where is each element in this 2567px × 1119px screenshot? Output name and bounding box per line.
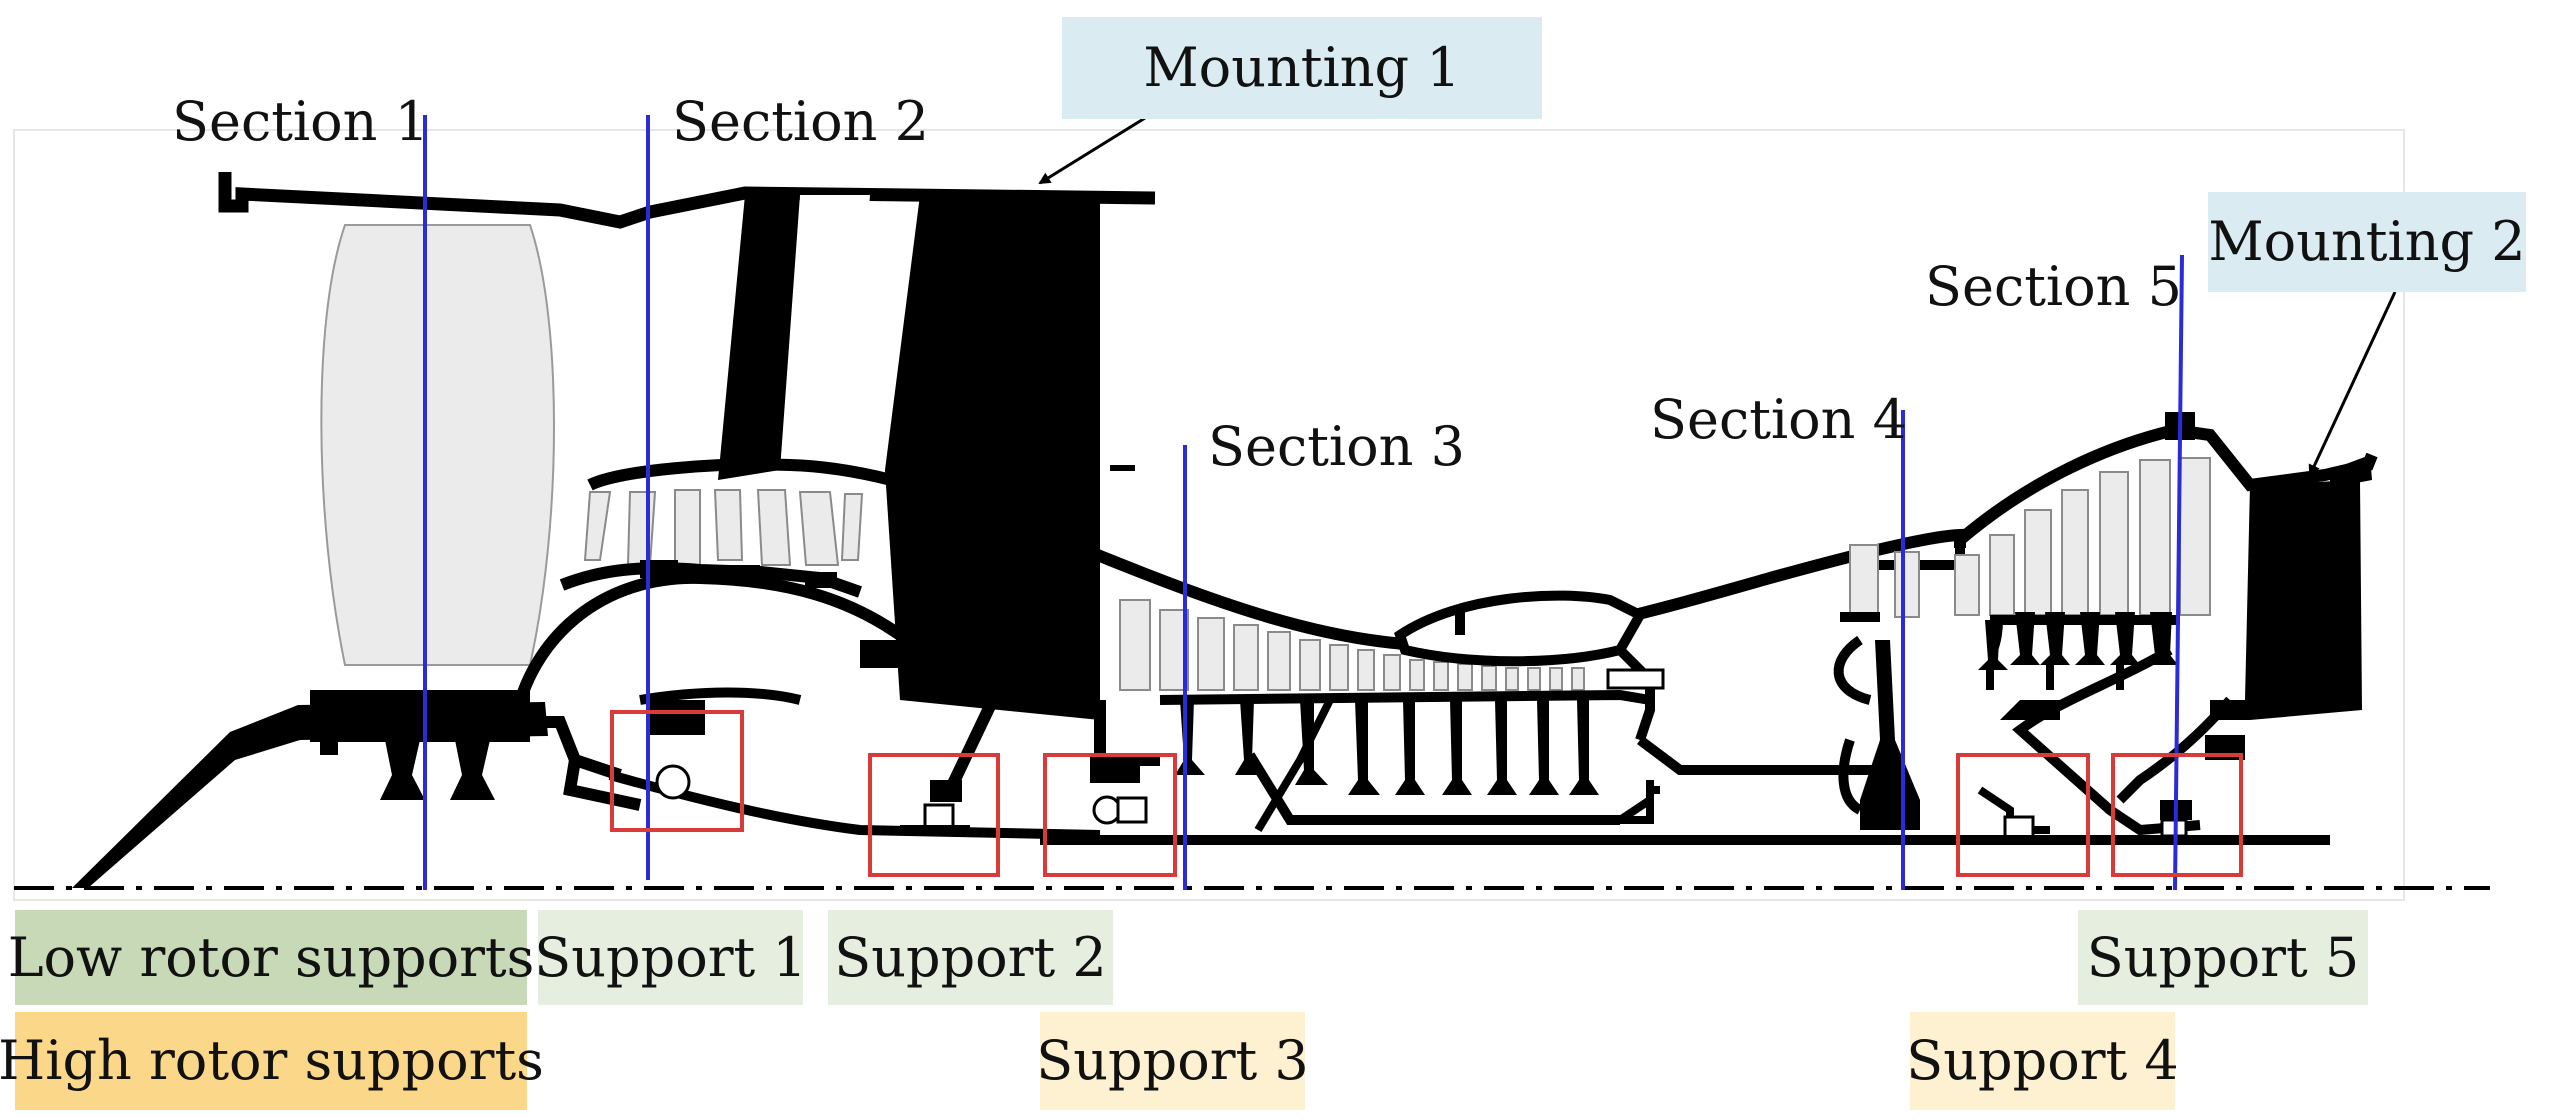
frame-link (563, 759, 642, 811)
bearing3-ball (1092, 795, 1122, 825)
hpt-disk (1860, 640, 1920, 830)
bearing1-ball (655, 764, 691, 800)
hp-cone (1254, 698, 1334, 833)
mounting1-arrow (1038, 116, 1146, 185)
section-label-3: Section 3 (1208, 415, 1465, 478)
hpt-front-arm (1833, 635, 1872, 705)
support-box-3 (1043, 753, 1177, 877)
bearing2-base (900, 825, 970, 835)
exhaust-case (2210, 480, 2362, 720)
bearing2-block (930, 780, 962, 802)
section-label-4: Section 4 (1650, 388, 1907, 451)
exhaust-cone (2116, 696, 2234, 804)
lpt-case (1956, 423, 2378, 545)
combustor-exit (1606, 668, 1665, 690)
support-label-2: Support 2 (828, 910, 1113, 1005)
support-box-2 (868, 753, 1000, 877)
lpt-arc-1 (1987, 619, 2003, 666)
fan-disk (310, 690, 530, 800)
mounting2-lug (2330, 455, 2372, 488)
section-label-2: Section 2 (672, 90, 929, 153)
section-label-5: Section 5 (1925, 255, 2182, 318)
support-box-5 (2111, 753, 2243, 877)
bearing3-block (1090, 755, 1140, 783)
diffuser-case (1637, 736, 1900, 775)
hpt-blades (1849, 544, 1920, 618)
fan-frame-lower (515, 716, 622, 781)
bearing3-roller (1116, 796, 1148, 824)
fuel-nozzle (1455, 610, 1465, 635)
strut-window (790, 195, 870, 462)
bearing1-housing (639, 687, 802, 705)
core-frame (1094, 700, 1160, 766)
section-label-1: Section 1 (172, 90, 429, 153)
bearing1-block (650, 700, 705, 735)
combustor (1394, 590, 1647, 667)
mounting-label-2: Mounting 2 (2208, 192, 2526, 292)
bypass-strut-front (718, 195, 800, 480)
rear-frame-arm (2012, 645, 2201, 836)
mounting-label-1: Mounting 1 (1062, 17, 1542, 119)
frame-boss (860, 640, 905, 668)
hpc-inner-wall (1159, 689, 1651, 705)
hp-shaft (1245, 752, 1620, 825)
core-duct-outer (587, 458, 1966, 652)
support-label-1: Support 1 (534, 910, 807, 1005)
support-box-1 (610, 710, 744, 832)
section-lines (423, 115, 2184, 891)
bypass-strut-rear (885, 195, 1100, 720)
support-box-4 (1956, 753, 2090, 877)
hpt-platform (1840, 612, 1880, 622)
support-label-5: Support 5 (2078, 910, 2368, 1005)
combustor-casing (1616, 646, 1655, 742)
support-label-4: Support 4 (1906, 1012, 2179, 1110)
drawing-frame (13, 129, 2405, 901)
hpt-lower-arm (1838, 738, 1863, 815)
hpc-disks (1175, 700, 1599, 795)
lpt-blades (1954, 457, 2211, 616)
bearing2-strut (944, 682, 1006, 793)
support-boxes (610, 710, 2243, 877)
bearing2-strut-top (1000, 670, 1022, 695)
hpt-stub (1620, 786, 1660, 824)
lpt-inner-ring (1990, 615, 2180, 625)
booster-blades (583, 489, 864, 566)
bearing4-roller (2003, 815, 2035, 839)
bearing2-roller (923, 803, 955, 829)
legend-high-rotor: High rotor supports (0, 1012, 544, 1110)
hpt-link (1617, 780, 1654, 824)
mounting2-arrow (2308, 291, 2397, 477)
fan-blade (320, 224, 555, 666)
fan-case (218, 172, 1156, 229)
section-line-5 (2173, 254, 2184, 891)
fan-frame-arc (509, 571, 1021, 724)
legend-low-rotor: Low rotor supports (8, 910, 534, 1005)
support-label-3: Support 3 (1036, 1012, 1309, 1110)
